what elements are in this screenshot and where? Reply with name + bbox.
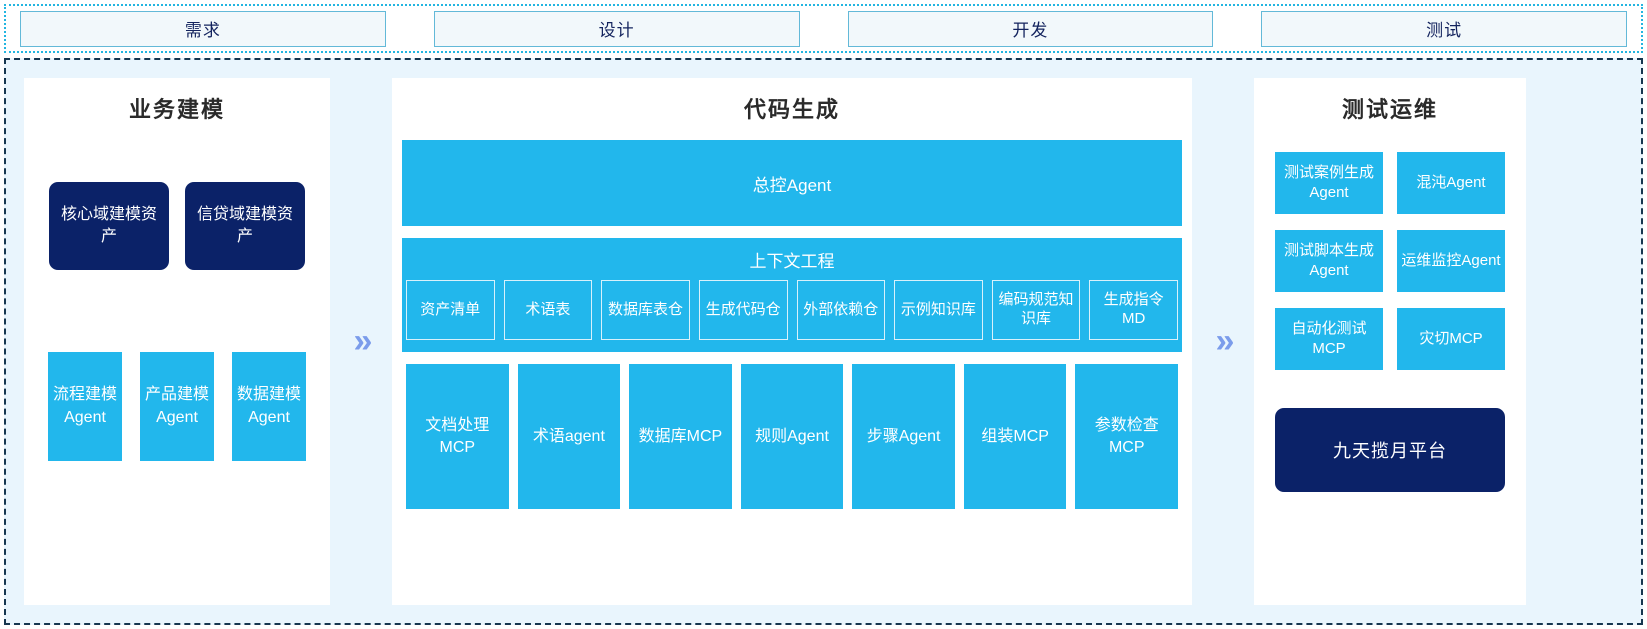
context-chip-generated-code-repo[interactable]: 生成代码仓 bbox=[698, 280, 788, 340]
master-agent-label: 总控Agent bbox=[752, 175, 832, 195]
chevron-glyph: » bbox=[1215, 322, 1235, 360]
center-inner: 总控Agent 上下文工程 资产清单 术语表 数据库表仓 bbox=[402, 130, 1182, 509]
context-chip-label: 编码规范知识库 bbox=[998, 291, 1074, 327]
context-chip-label: 外部依赖仓 bbox=[803, 300, 879, 318]
platform-jiutian-lanyue[interactable]: 九天揽月平台 bbox=[1275, 408, 1505, 492]
agent-chaos[interactable]: 混沌Agent bbox=[1397, 152, 1505, 214]
asset-credit-domain[interactable]: 信贷域建模资产 bbox=[185, 182, 305, 270]
panel-business-modeling: 业务建模 核心域建模资产 信贷域建模资产 流程建模Agent 产品建模Agent… bbox=[24, 78, 330, 605]
tool-database-mcp[interactable]: 数据库MCP bbox=[629, 364, 732, 509]
context-chip-label: 生成代码仓 bbox=[705, 300, 781, 318]
context-chip-generation-instruction-md[interactable]: 生成指令MD bbox=[1089, 280, 1178, 340]
double-chevron-right-icon-1: » bbox=[330, 78, 392, 605]
agent-label: 数据建模Agent bbox=[236, 385, 301, 426]
modeling-agent-row: 流程建模Agent 产品建模Agent 数据建模Agent bbox=[48, 352, 306, 461]
context-chip-external-dependency-repo[interactable]: 外部依赖仓 bbox=[796, 280, 886, 340]
agent-ops-monitoring[interactable]: 运维监控Agent bbox=[1397, 230, 1505, 292]
phase-box-testing[interactable]: 测试 bbox=[1261, 10, 1627, 47]
phase-label: 设计 bbox=[598, 21, 635, 40]
tool-label: 术语agent bbox=[532, 427, 605, 445]
tool-parameter-check-mcp[interactable]: 参数检查MCP bbox=[1075, 364, 1179, 509]
context-chip-label: 资产清单 bbox=[420, 300, 481, 318]
tool-label: 规则Agent bbox=[755, 427, 829, 445]
agent-label: 混沌Agent bbox=[1416, 174, 1486, 192]
tool-row: 文档处理MCP 术语agent 数据库MCP 规则Agent 步骤Agent bbox=[402, 364, 1182, 509]
agent-label: 测试案例生成Agent bbox=[1283, 164, 1374, 201]
mcp-automated-testing[interactable]: 自动化测试MCP bbox=[1275, 308, 1383, 370]
context-engineering-title: 上下文工程 bbox=[749, 252, 835, 271]
panel-title: 代码生成 bbox=[743, 97, 840, 122]
context-chip-label: 数据库表仓 bbox=[608, 300, 684, 318]
tool-step-agent[interactable]: 步骤Agent bbox=[852, 364, 955, 509]
agent-label: 灾切MCP bbox=[1419, 330, 1483, 348]
phase-box-requirements[interactable]: 需求 bbox=[20, 10, 386, 47]
context-chip-example-knowledge-base[interactable]: 示例知识库 bbox=[894, 280, 983, 340]
mcp-disaster-switch[interactable]: 灾切MCP bbox=[1397, 308, 1505, 370]
double-chevron-right-icon-2: » bbox=[1192, 78, 1254, 605]
agent-test-case-generation[interactable]: 测试案例生成Agent bbox=[1275, 152, 1383, 214]
tool-rule-agent[interactable]: 规则Agent bbox=[740, 364, 844, 509]
agent-label: 产品建模Agent bbox=[144, 385, 209, 426]
asset-core-domain[interactable]: 核心域建模资产 bbox=[49, 182, 169, 270]
platform-label: 九天揽月平台 bbox=[1333, 441, 1447, 461]
panel-title: 测试运维 bbox=[1341, 97, 1438, 122]
test-ops-grid: 测试案例生成Agent 混沌Agent 测试脚本生成Agent 运维监控Agen… bbox=[1275, 152, 1505, 370]
phase-strip: 需求 设计 开发 测试 bbox=[4, 4, 1643, 53]
panel-title: 业务建模 bbox=[128, 97, 225, 122]
agent-label: 运维监控Agent bbox=[1401, 252, 1501, 270]
tool-glossary-agent[interactable]: 术语agent bbox=[517, 364, 621, 509]
panel-test-operations: 测试运维 测试案例生成Agent 混沌Agent 测试脚本生成Agent 运维监… bbox=[1254, 78, 1526, 605]
asset-row: 核心域建模资产 信贷域建模资产 bbox=[49, 182, 305, 270]
phase-label: 测试 bbox=[1426, 21, 1463, 40]
context-chip-row: 资产清单 术语表 数据库表仓 生成代码仓 外部依赖仓 bbox=[402, 280, 1182, 340]
agent-process-modeling[interactable]: 流程建模Agent bbox=[48, 352, 122, 461]
context-engineering-block: 上下文工程 资产清单 术语表 数据库表仓 生成代码仓 bbox=[402, 238, 1182, 352]
phase-label: 需求 bbox=[184, 21, 221, 40]
tool-label: 组装MCP bbox=[981, 427, 1049, 445]
chevron-glyph: » bbox=[353, 322, 373, 360]
agent-data-modeling[interactable]: 数据建模Agent bbox=[232, 352, 306, 461]
panel-code-generation: 代码生成 总控Agent 上下文工程 资产清单 术语表 bbox=[392, 78, 1192, 605]
agent-label: 自动化测试MCP bbox=[1291, 320, 1367, 357]
asset-label: 信贷域建模资产 bbox=[196, 205, 293, 245]
context-chip-label: 示例知识库 bbox=[900, 300, 976, 318]
tool-document-processing-mcp[interactable]: 文档处理MCP bbox=[406, 364, 509, 509]
tool-assembly-mcp[interactable]: 组装MCP bbox=[963, 364, 1067, 509]
context-chip-label: 生成指令MD bbox=[1103, 291, 1164, 327]
context-chip-glossary[interactable]: 术语表 bbox=[503, 280, 593, 340]
context-chip-coding-standard-knowledge-base[interactable]: 编码规范知识库 bbox=[991, 280, 1081, 340]
tool-label: 文档处理MCP bbox=[425, 417, 490, 456]
agent-product-modeling[interactable]: 产品建模Agent bbox=[140, 352, 214, 461]
context-chip-asset-list[interactable]: 资产清单 bbox=[406, 280, 495, 340]
main-area: 业务建模 核心域建模资产 信贷域建模资产 流程建模Agent 产品建模Agent… bbox=[4, 58, 1643, 625]
agent-label: 测试脚本生成Agent bbox=[1283, 242, 1374, 279]
phase-label: 开发 bbox=[1012, 21, 1049, 40]
agent-test-script-generation[interactable]: 测试脚本生成Agent bbox=[1275, 230, 1383, 292]
phase-box-development[interactable]: 开发 bbox=[847, 10, 1214, 47]
agent-label: 流程建模Agent bbox=[52, 385, 117, 426]
phase-box-design[interactable]: 设计 bbox=[433, 10, 800, 47]
tool-label: 步骤Agent bbox=[866, 427, 941, 445]
context-chip-db-table-repo[interactable]: 数据库表仓 bbox=[601, 280, 690, 340]
master-agent-bar[interactable]: 总控Agent bbox=[402, 140, 1182, 226]
asset-label: 核心域建模资产 bbox=[60, 205, 157, 245]
context-chip-label: 术语表 bbox=[525, 300, 571, 318]
tool-label: 参数检查MCP bbox=[1094, 417, 1159, 456]
tool-label: 数据库MCP bbox=[638, 427, 723, 445]
